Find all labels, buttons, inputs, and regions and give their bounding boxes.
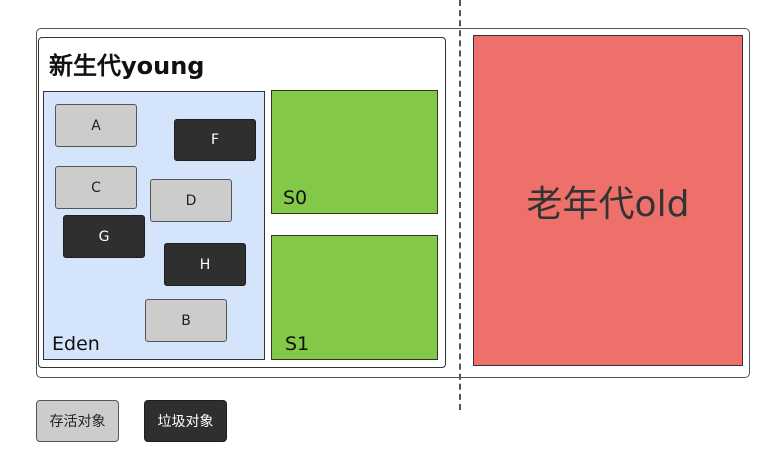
survivor-s1-label: S1 — [285, 333, 310, 355]
legend-live-object: 存活对象 — [36, 400, 119, 442]
old-generation-label: 老年代old — [526, 183, 690, 225]
survivor-s0-space — [271, 90, 438, 214]
garbage-object-f: F — [174, 119, 256, 161]
survivor-s1-space — [271, 235, 438, 360]
generation-divider — [459, 0, 461, 410]
survivor-s0-label: S0 — [283, 187, 308, 209]
legend-garbage-object: 垃圾对象 — [144, 400, 227, 442]
garbage-object-g: G — [63, 215, 145, 258]
eden-label: Eden — [52, 333, 100, 355]
live-object-b: B — [145, 299, 227, 342]
live-object-d: D — [150, 179, 232, 222]
young-generation-title: 新生代young — [49, 52, 205, 80]
live-object-a: A — [55, 104, 137, 147]
heap-outer-frame — [36, 28, 750, 378]
garbage-object-h: H — [164, 243, 246, 286]
old-generation-box: 老年代old — [473, 35, 743, 366]
live-object-c: C — [55, 166, 137, 209]
